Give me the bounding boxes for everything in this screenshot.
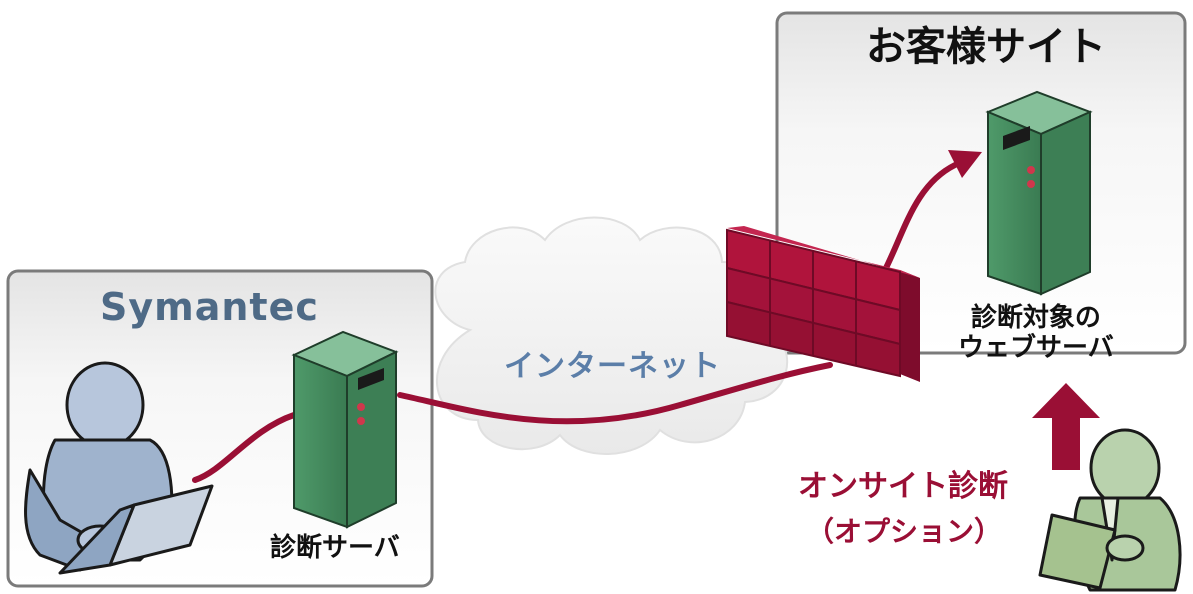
target-server-label: 診断対象の ウェブサーバ	[958, 303, 1114, 364]
diagnosis-server-label: 診断サーバ	[270, 533, 400, 563]
target-server-label-line2: ウェブサーバ	[958, 332, 1114, 363]
customer-site-title: お客様サイト	[866, 24, 1106, 70]
link-arrowhead	[948, 150, 982, 178]
laptop-user-icon	[24, 361, 214, 575]
server-icon	[291, 330, 399, 529]
symantec-title: Symantec	[100, 285, 319, 329]
internet-link	[397, 362, 833, 425]
up-arrow-icon	[1032, 383, 1100, 470]
target-server-label-line1: 診断対象の	[970, 303, 1101, 333]
option-label: （オプション）	[806, 515, 1003, 548]
target-server-icon	[985, 90, 1093, 296]
firewall-to-target-link	[882, 162, 958, 273]
onsite-diagnosis-label: オンサイト診断	[798, 469, 1008, 504]
firewall-icon	[726, 226, 920, 382]
internet-label: インターネット	[504, 349, 721, 384]
laptop-to-server-link	[192, 412, 297, 483]
onsite-user-icon	[1038, 428, 1182, 592]
